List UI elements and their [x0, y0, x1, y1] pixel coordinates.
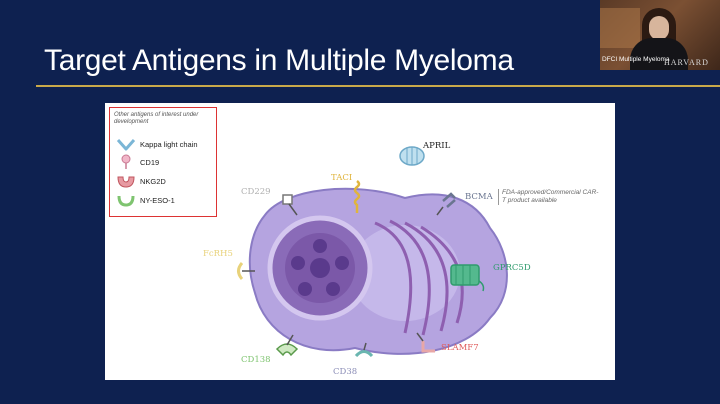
speaker-face [649, 16, 669, 40]
webcam-caption: DFCI Multiple Myeloma [602, 56, 670, 63]
webcam-brand: HARVARD [664, 58, 709, 67]
label-fcrh5: FcRH5 [203, 249, 233, 259]
nkg2d-icon [117, 176, 135, 188]
slamf7-icon [416, 332, 435, 353]
speaker-webcam: DFCI Multiple Myeloma HARVARD [600, 0, 720, 70]
legend-item-kappa: Kappa light chain [140, 140, 198, 149]
ny-eso-1-icon [117, 195, 135, 207]
cd138-icon [275, 334, 299, 357]
antigen-figure: Other antigens of interest under develop… [105, 103, 615, 380]
legend-item-cd19: CD19 [140, 158, 160, 167]
fcrh5-icon [237, 262, 255, 280]
label-april: APRIL [423, 141, 451, 151]
webcam-background-shelf [600, 8, 640, 48]
label-cd229: CD229 [241, 187, 271, 197]
bcma-icon [436, 192, 456, 216]
label-taci: TACI [331, 173, 353, 183]
legend-item-ny-eso-1: NY-ESO-1 [140, 196, 175, 205]
endoplasmic-reticulum-1 [374, 221, 413, 334]
fda-approved-note: FDA-approved/Commercial CAR-T product av… [498, 189, 600, 205]
speaker-body [630, 38, 688, 70]
nucleolus [310, 258, 330, 278]
april-icon [399, 146, 425, 166]
endoplasmic-reticulum-2 [389, 219, 431, 336]
cd38-icon [354, 342, 374, 358]
label-cd138: CD138 [241, 355, 271, 365]
golgi-area [350, 225, 460, 321]
cd229-icon [282, 194, 298, 216]
gprc5d-icon [450, 264, 485, 292]
legend-box: Other antigens of interest under develop… [109, 107, 217, 217]
taci-icon [353, 180, 361, 213]
label-cd38: CD38 [333, 367, 358, 377]
label-gprc5d: GPRC5D [493, 263, 531, 273]
myeloma-cell-illustration [237, 146, 508, 358]
legend-item-nkg2d: NKG2D [140, 177, 166, 186]
title-underline [36, 85, 720, 87]
label-slamf7: SLAMF7 [441, 343, 479, 353]
cd19-icon [121, 154, 131, 169]
slide-title: Target Antigens in Multiple Myeloma [44, 44, 514, 77]
label-bcma: BCMA [465, 192, 493, 202]
legend-note: Other antigens of interest under develop… [114, 112, 199, 125]
endoplasmic-reticulum-3 [404, 221, 449, 332]
kappa-light-chain-icon [116, 139, 136, 151]
